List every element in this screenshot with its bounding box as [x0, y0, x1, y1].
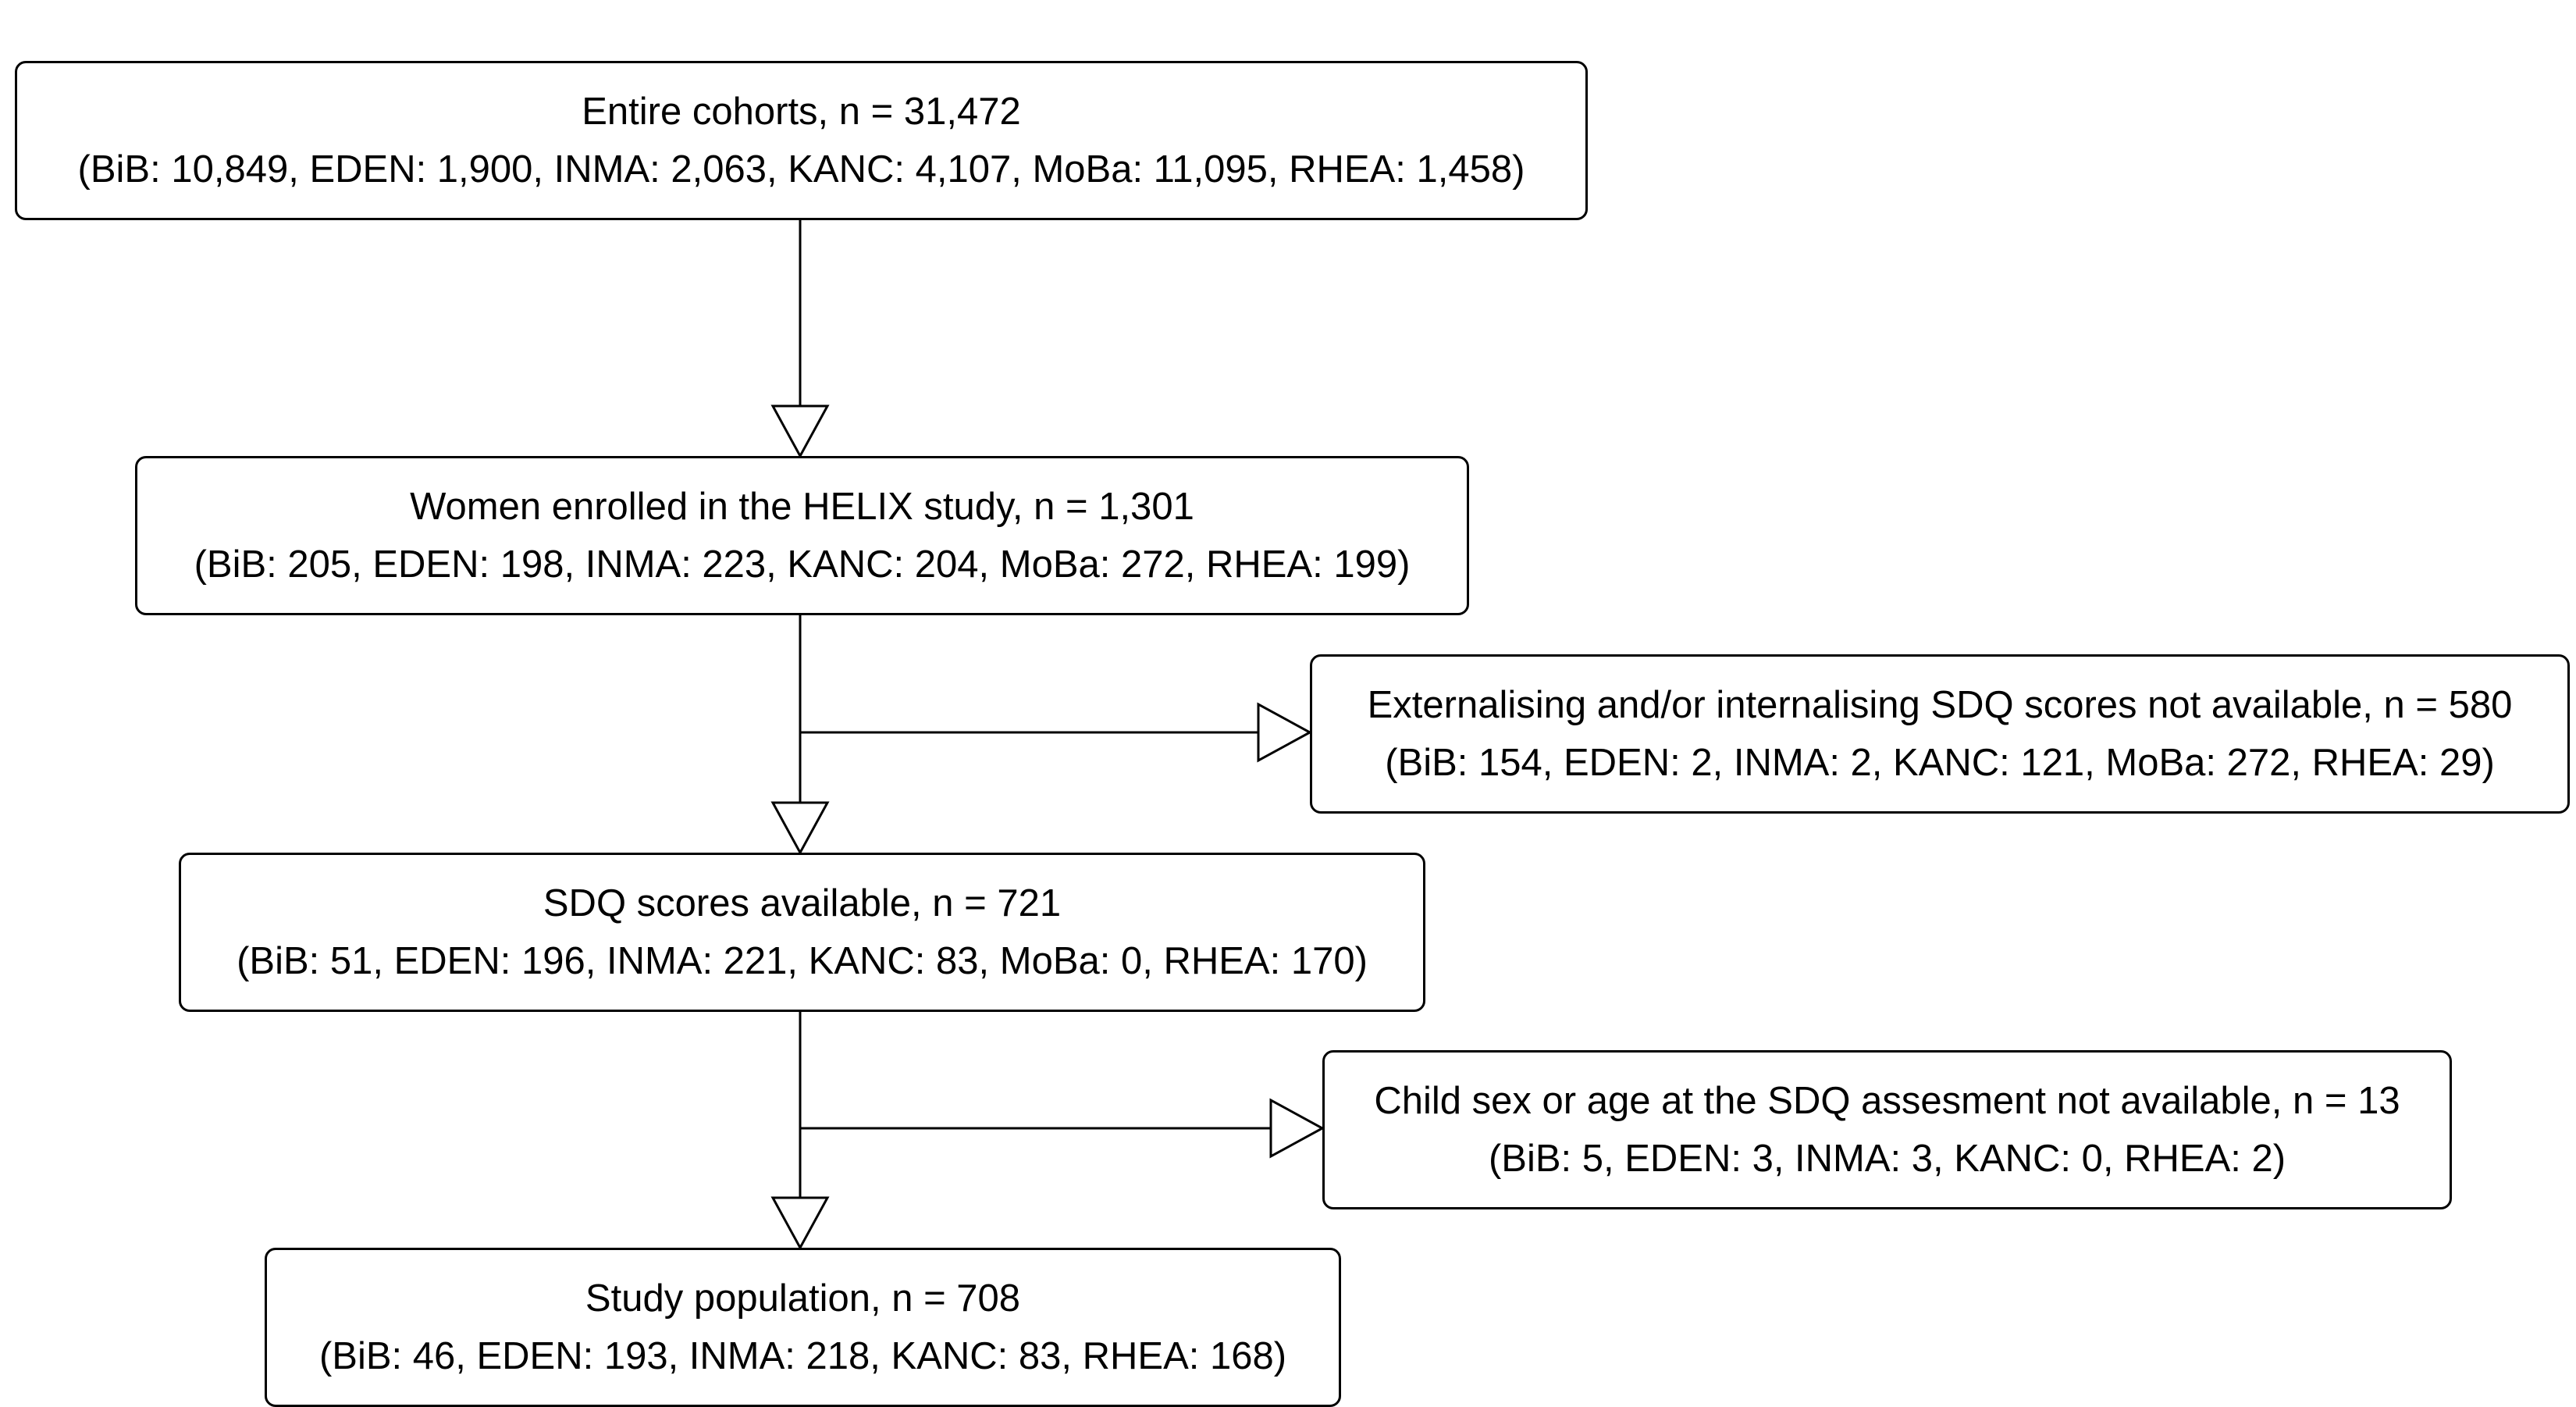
study-population-title: Study population, n = 708	[585, 1277, 1021, 1320]
enrolled-women-breakdown: (BiB: 205, EDEN: 198, INMA: 223, KANC: 2…	[194, 543, 1411, 586]
sex-age-not-available-box: Child sex or age at the SDQ assesment no…	[1322, 1050, 2452, 1209]
study-population-box: Study population, n = 708 (BiB: 46, EDEN…	[265, 1248, 1341, 1407]
entire-cohorts-title: Entire cohorts, n = 31,472	[582, 91, 1021, 133]
enrolled-women-title: Women enrolled in the HELIX study, n = 1…	[410, 486, 1194, 528]
enrolled-women-box: Women enrolled in the HELIX study, n = 1…	[135, 456, 1469, 615]
arrowhead-to-enrolled	[770, 404, 830, 459]
arrowhead-to-excl1	[1257, 702, 1313, 763]
entire-cohorts-box: Entire cohorts, n = 31,472 (BiB: 10,849,…	[15, 61, 1588, 220]
study-population-breakdown: (BiB: 46, EDEN: 193, INMA: 218, KANC: 83…	[318, 1335, 1287, 1377]
arrowhead-to-excl2	[1269, 1098, 1325, 1159]
sdq-not-available-breakdown: (BiB: 154, EDEN: 2, INMA: 2, KANC: 121, …	[1385, 742, 2495, 784]
sex-age-not-available-title: Child sex or age at the SDQ assesment no…	[1374, 1080, 2400, 1122]
sdq-available-box: SDQ scores available, n = 721 (BiB: 51, …	[179, 853, 1425, 1012]
sdq-not-available-title: Externalising and/or internalising SDQ s…	[1367, 684, 2513, 726]
sex-age-not-available-breakdown: (BiB: 5, EDEN: 3, INMA: 3, KANC: 0, RHEA…	[1488, 1138, 2286, 1180]
sdq-available-breakdown: (BiB: 51, EDEN: 196, INMA: 221, KANC: 83…	[237, 940, 1368, 982]
entire-cohorts-breakdown: (BiB: 10,849, EDEN: 1,900, INMA: 2,063, …	[77, 148, 1525, 191]
sdq-available-title: SDQ scores available, n = 721	[543, 882, 1062, 924]
arrowhead-to-study	[770, 1196, 830, 1251]
arrowhead-to-sdq	[770, 801, 830, 856]
sdq-not-available-box: Externalising and/or internalising SDQ s…	[1310, 654, 2570, 814]
